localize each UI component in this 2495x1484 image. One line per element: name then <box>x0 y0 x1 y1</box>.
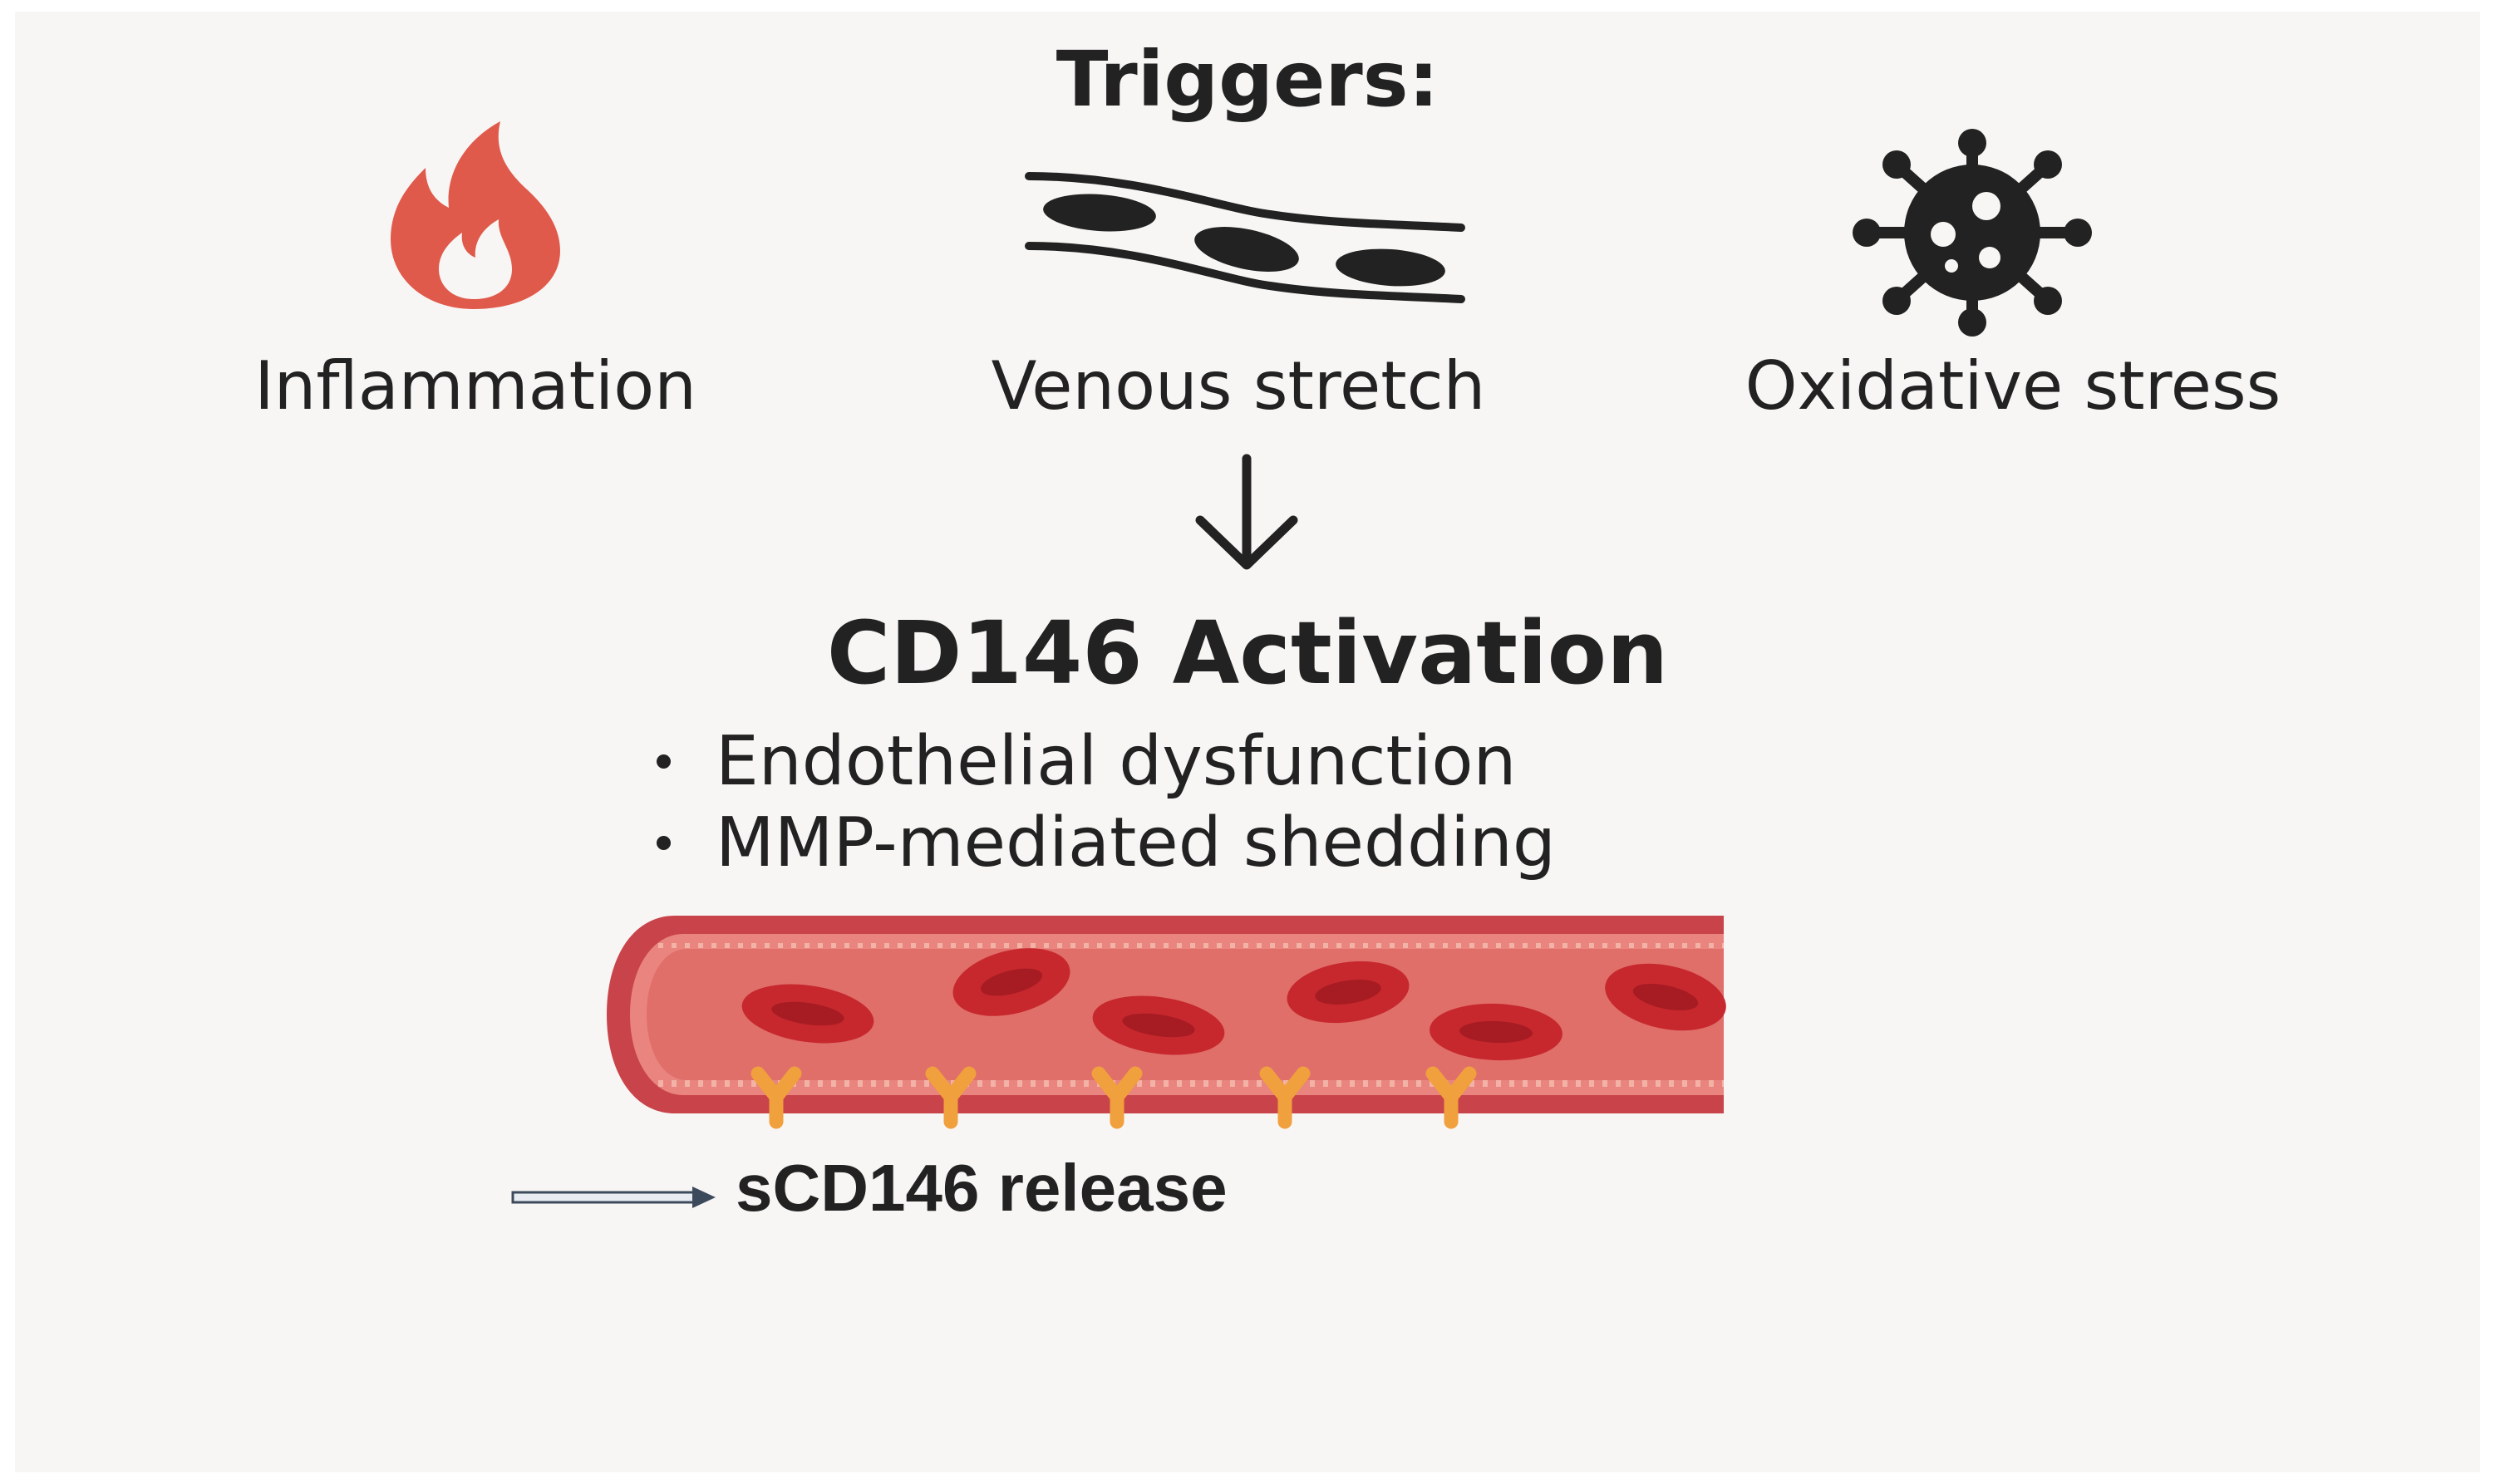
triggers-title: Triggers: <box>1056 35 1439 124</box>
flame-icon <box>391 121 560 309</box>
bullet-text-mmp-shedding: MMP-mediated shedding <box>716 803 1556 882</box>
release-label: sCD146 release <box>736 1151 1228 1225</box>
release-arrow <box>511 1187 716 1208</box>
virus-icon <box>1853 129 2092 337</box>
down-arrow <box>1195 454 1298 570</box>
trigger-label-oxidative-stress: Oxidative stress <box>1745 347 2281 425</box>
bullet-item: MMP-mediated shedding <box>648 803 1556 884</box>
trigger-label-inflammation: Inflammation <box>254 347 696 425</box>
bullet-dot <box>657 754 671 769</box>
trigger-label-venous-stretch: Venous stretch <box>991 347 1486 425</box>
bullet-text-endothelial-dysfunction: Endothelial dysfunction <box>716 722 1517 801</box>
red-blood-cells <box>741 948 1726 1061</box>
activation-bullet-list: Endothelial dysfunction MMP-mediated she… <box>648 721 1556 884</box>
blood-vessel-illustration <box>607 916 1726 1129</box>
cd146-receptors <box>750 1066 1477 1129</box>
bullet-item: Endothelial dysfunction <box>648 721 1556 803</box>
activation-heading: CD146 Activation <box>826 602 1669 704</box>
bullet-dot <box>657 836 671 851</box>
stretched-vessel-icon <box>1025 172 1465 303</box>
